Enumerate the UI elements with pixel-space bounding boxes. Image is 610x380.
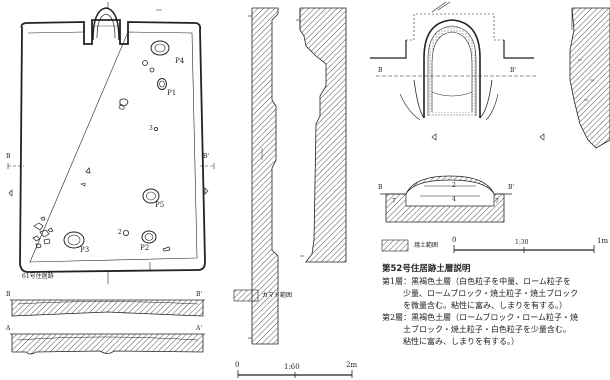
wall-section-2 (296, 7, 347, 263)
pit-p4 (150, 40, 170, 56)
pit-label-p3: P3 (80, 246, 90, 254)
pit-p1 (157, 78, 167, 90)
pit-label-p5: P5 (155, 201, 165, 209)
plan-section-aa (10, 333, 205, 355)
section-mark-b-lower: B (6, 291, 11, 298)
kamado-section-mark-b-prime: B' (508, 184, 515, 191)
scale-bar-plan (237, 370, 353, 378)
wall-section-1 (248, 7, 279, 345)
pit-label-p2: P2 (140, 244, 150, 252)
kamado-layer-7a: 7 (392, 198, 396, 205)
section-mark-a-lower: A (6, 325, 11, 332)
kamado-cross-section (380, 175, 512, 223)
kamado-mark-b-prime: B' (510, 67, 517, 74)
pit-p3 (63, 231, 85, 249)
section-mark-b-prime: B' (203, 153, 210, 160)
kamado-detail-plan (370, 1, 545, 141)
pit-label-p1: P1 (167, 89, 177, 97)
small-label-2: 2 (118, 229, 122, 236)
kamado-side-section (569, 7, 610, 149)
section-mark-b-prime-lower: B' (196, 291, 203, 298)
kamado-legend-label: カマド範囲 (262, 292, 293, 299)
section-mark-a-prime-lower: A' (196, 325, 202, 332)
scale-plan-start: 0 (235, 361, 240, 369)
layer-2-line-3: 粘性に富み、しまりを有する。） (403, 337, 519, 346)
kamado-layer-7b: 7 (495, 198, 499, 205)
burnt-soil-legend-swatch (381, 239, 409, 252)
layer-1-line-2: 少量、ロームブロック・焼土粒子・焼土ブロック (403, 289, 579, 298)
scale-plan-end: 2m (346, 361, 358, 369)
kamado-plan (92, 7, 120, 41)
pit-label-p4: P4 (175, 57, 185, 65)
scale-bar-kamado (453, 245, 595, 253)
layer-2-line-1: 第2層：黒褐色土層（ロームブロック・ローム粒子・焼 (382, 313, 578, 322)
house-inner-line (27, 31, 198, 263)
kamado-layer-4: 4 (452, 196, 456, 203)
layer-1-line-1: 第1層：黒褐色土層（白色粒子を中量、ローム粒子を (382, 277, 571, 286)
section-mark-b: B (6, 153, 11, 160)
scale-plan-ratio: 1:60 (284, 363, 300, 371)
kamado-layer-2: 2 (452, 182, 456, 189)
small-label-3: 3 (149, 125, 153, 132)
pit-p5 (142, 188, 160, 204)
kamado-mark-b: B (378, 67, 383, 74)
scale-kamado-end: 1m (597, 237, 609, 245)
plan-section-bb (10, 299, 205, 317)
pit-p2 (141, 230, 157, 244)
kamado-arch (423, 19, 481, 118)
scale-kamado-ratio: 1:30 (515, 239, 529, 246)
section-title: 第52号住居跡土層説明 (382, 264, 471, 274)
layer-1-line-3: を微量含む。粘性に富み、しまりを有する。） (403, 301, 567, 310)
kamado-section-mark-b: B (378, 184, 383, 191)
house-label: 61号住居跡 (22, 273, 54, 280)
burnt-soil-legend-label: 焼土範囲 (414, 242, 439, 249)
stone-cluster (32, 216, 54, 249)
layer-2-line-2: 土ブロック・焼土粒子・白色粒子を少量含む。 (403, 325, 571, 334)
house-plan (7, 2, 215, 284)
house-outline (19, 19, 206, 273)
scale-kamado-start: 0 (452, 236, 457, 244)
